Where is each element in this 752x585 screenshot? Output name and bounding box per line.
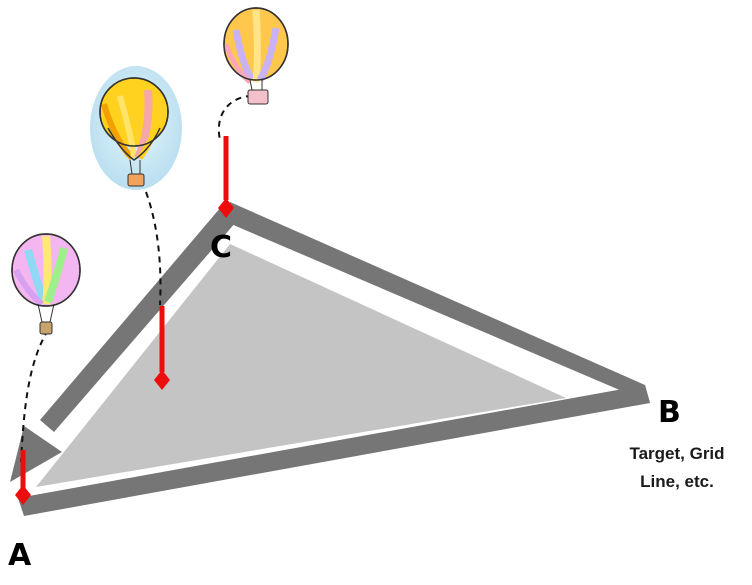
note-line-1: Target, Grid xyxy=(629,444,725,463)
edge-b-c xyxy=(224,202,650,403)
drop-marker-a xyxy=(15,450,31,505)
hot-air-balloon-icon xyxy=(90,66,182,190)
flight-path-mid xyxy=(145,191,162,306)
note-line-2: Line, etc. xyxy=(640,472,714,491)
edge-a-b xyxy=(18,385,650,516)
drop-marker-mid xyxy=(154,306,170,390)
vertex-label-b: B xyxy=(658,395,681,430)
flight-path-a xyxy=(20,329,49,463)
vertex-b-note: Target, Grid Line, etc. xyxy=(612,440,742,496)
triangle-fill xyxy=(36,244,566,487)
flight-path-c xyxy=(217,95,253,141)
vertex-label-a: A xyxy=(8,538,32,573)
edge-c-a xyxy=(40,207,236,432)
hot-air-balloon-icon xyxy=(11,233,81,335)
vertex-label-c: C xyxy=(210,230,233,265)
hot-air-balloon-icon xyxy=(223,7,289,105)
drop-marker-c xyxy=(218,136,234,218)
